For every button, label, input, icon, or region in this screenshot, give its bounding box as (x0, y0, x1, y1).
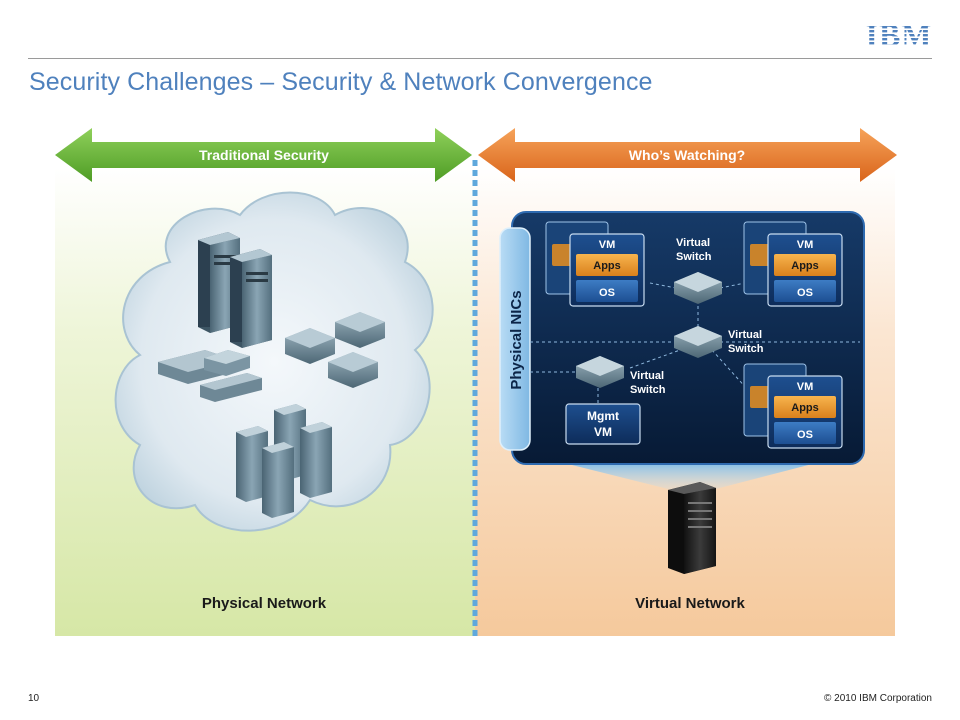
vm-label: VM (599, 239, 616, 251)
virtual-switch-label-line2: Switch (676, 251, 712, 263)
host-server-icon (668, 482, 716, 574)
mgmt-vm: Mgmt VM (565, 403, 641, 445)
whos-watching-label: Who’s Watching? (629, 147, 745, 163)
virtual-switch-icon (674, 326, 722, 358)
network-switch-icon (335, 312, 385, 348)
os-label: OS (599, 287, 615, 299)
apps-label: Apps (791, 402, 819, 414)
network-switch-icon (285, 328, 335, 364)
server-cluster-icon (236, 404, 332, 518)
server-tower-icon (230, 249, 272, 348)
virtual-switch-label-line1: Virtual (630, 370, 664, 382)
virtual-switch-label-line1: Virtual (728, 329, 762, 341)
physical-nics-label: Physical NICs (508, 290, 525, 389)
traditional-security-arrow (55, 128, 472, 182)
virtual-network-caption: Virtual Network (635, 595, 745, 612)
virtual-switch-icon (674, 272, 722, 304)
vm-label: VM (797, 381, 814, 393)
physical-network-caption: Physical Network (202, 595, 327, 612)
physical-nics-bar (499, 227, 531, 451)
physical-network-cloud (114, 191, 434, 532)
virtual-switch-label-line2: Switch (630, 384, 666, 396)
os-label: OS (797, 287, 813, 299)
header-rule (28, 58, 932, 59)
vm-label: VM (797, 239, 814, 251)
apps-label: Apps (791, 260, 819, 272)
whos-watching-arrow (478, 128, 897, 182)
virtual-switch-label-line2: Switch (728, 343, 764, 355)
virtual-switch-label-line1: Virtual (676, 237, 710, 249)
apps-label: Apps (593, 260, 621, 272)
virtual-links (530, 282, 860, 404)
ibm-logo: IBM (866, 18, 932, 52)
vm-stack: VM Apps OS (743, 363, 843, 449)
light-beam (560, 462, 820, 490)
router-stack-icon (158, 350, 262, 402)
vm-stack: VM Apps OS (743, 221, 843, 307)
virtual-switch-icon (576, 356, 624, 388)
vm-stack: VM Apps OS (545, 221, 645, 307)
traditional-security-label: Traditional Security (199, 147, 329, 163)
mgmt-label-line1: Mgmt (587, 409, 619, 423)
ibm-logo-text: IBM (866, 18, 932, 52)
network-switch-icon (328, 352, 378, 388)
slide-title: Security Challenges – Security & Network… (29, 68, 653, 96)
page-number: 10 (28, 693, 40, 704)
os-label: OS (797, 429, 813, 441)
copyright-notice: © 2010 IBM Corporation (824, 693, 932, 704)
mgmt-label-line2: VM (594, 425, 612, 439)
